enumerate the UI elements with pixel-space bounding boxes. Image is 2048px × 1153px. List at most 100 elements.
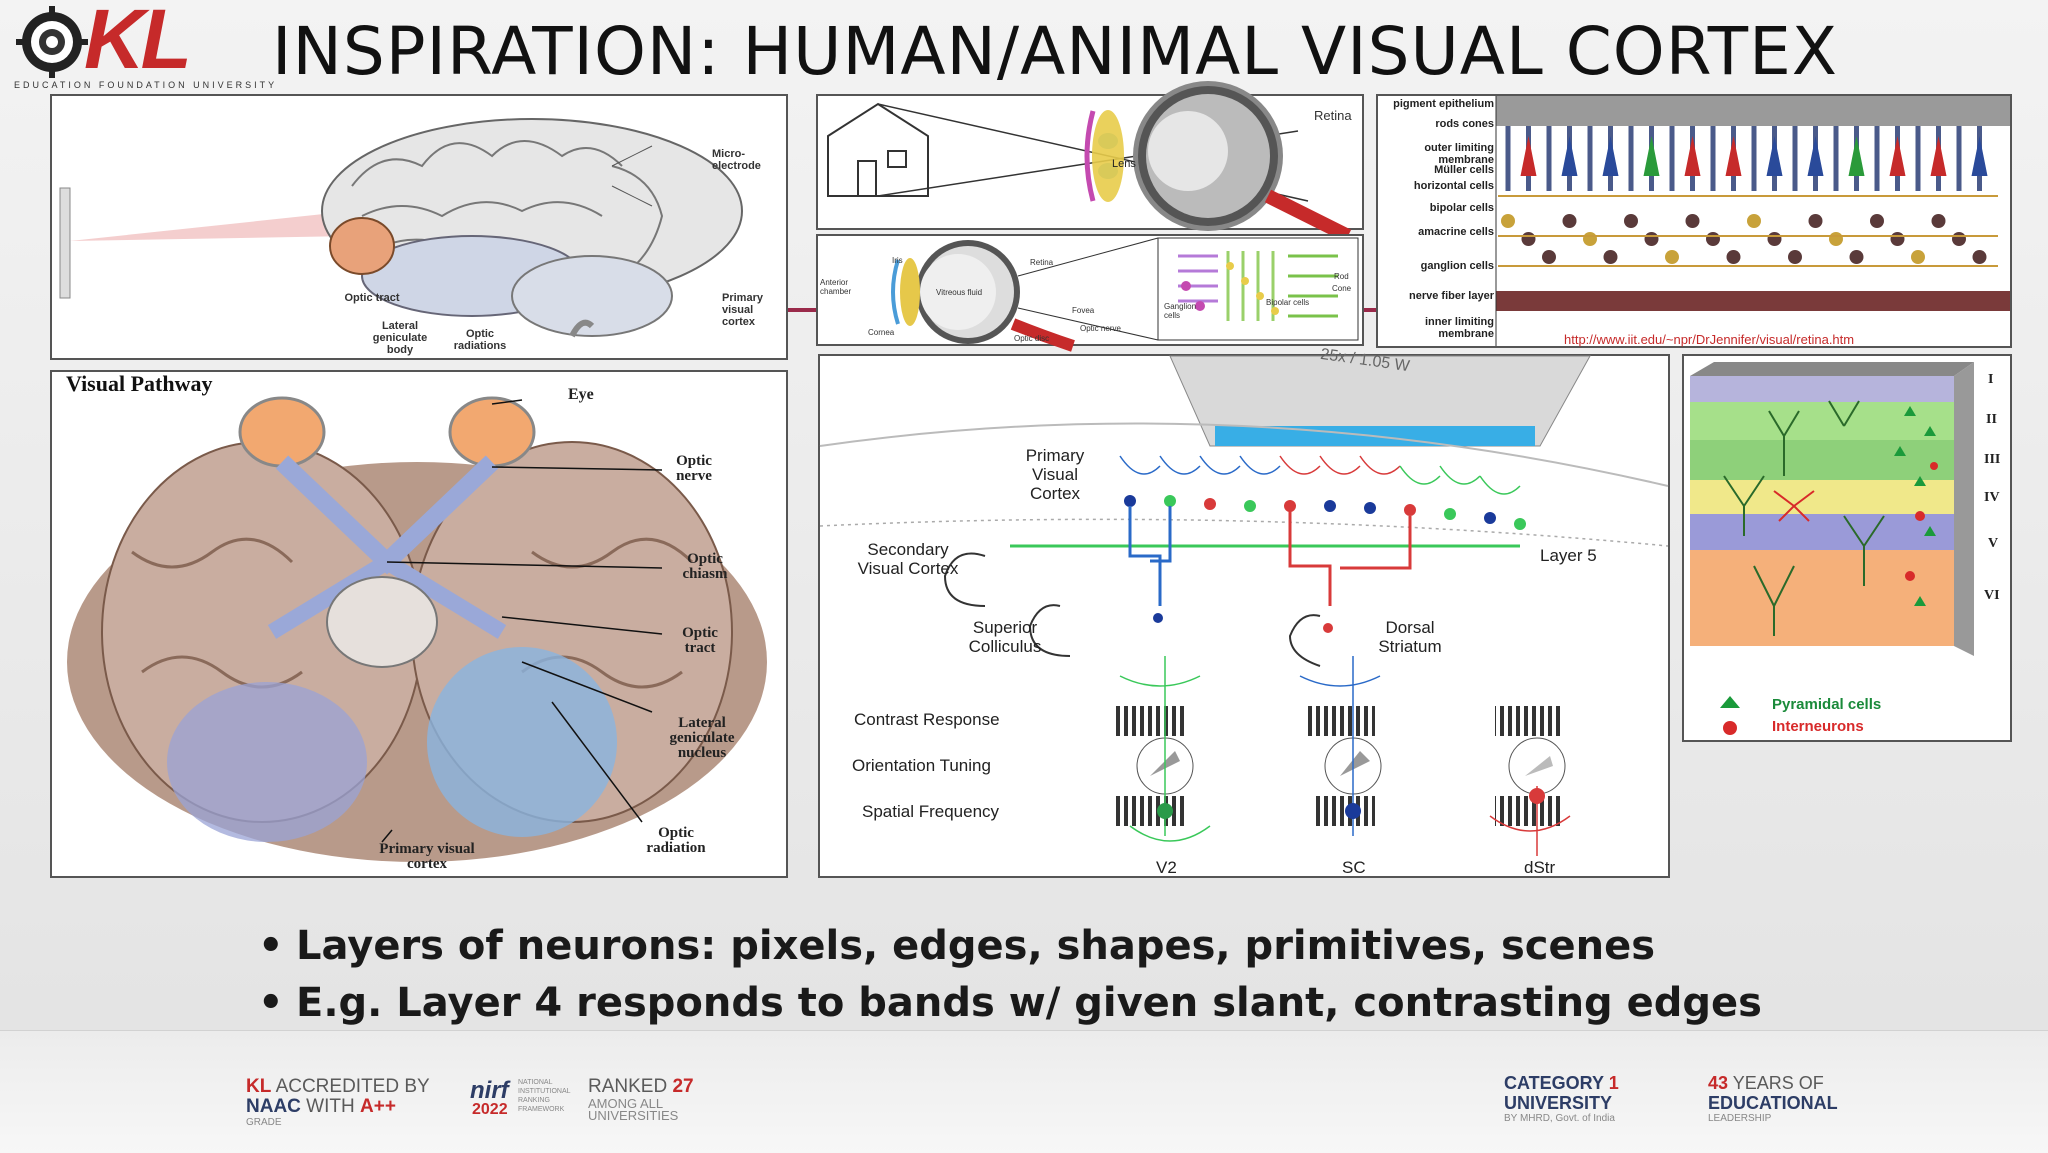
cortex-diagram-panel: 25x / 1.05 W Primary Visual Cortex Secon… [818,346,1670,878]
cell-body [1870,214,1884,228]
category-line3: BY MHRD, Govt. of India [1504,1113,1615,1124]
retina-label: nerve fiber layer [1409,290,1494,302]
bullet-list: Layers of neurons: pixels, edges, shapes… [258,918,1762,1032]
nirf-small-2: RANKING [518,1097,550,1104]
logo-letters: KL [84,0,192,86]
label-superior-colliculus: Superior Colliculus [968,618,1042,656]
cone-shape [1766,136,1783,176]
label-anterior-chamber: Anterior chamber [820,278,852,296]
label-layer5: Layer 5 [1540,546,1597,565]
cell-body [1829,232,1843,246]
nirf-year: 2022 [472,1101,508,1118]
eye-house-panel: Retina Lens [816,81,1364,243]
naac-grade: A++ [360,1096,396,1117]
page-title: INSPIRATION: HUMAN/ANIMAL VISUAL CORTEX [272,13,1839,90]
retina-label-list: pigment epithelium rods cones outer limi… [1380,98,1494,340]
label-optic-nerve: Optic nerve [1080,324,1121,333]
layers-block-panel: I II III IV V VI Pyramidal cells Interne… [1682,354,2012,742]
label-optic-tract: Optic tract [344,292,400,304]
cone-shape [1520,136,1537,176]
target-dstr: dStr [1524,858,1556,877]
nirf-small-0: NATIONAL [518,1079,553,1086]
cell-body [1890,232,1905,246]
label-rod: Rod [1334,272,1349,281]
naac-line1: ACCREDITED BY [275,1076,430,1097]
nirf-ranked: RANKED 27 [588,1077,694,1097]
photoreceptor-columns [1501,126,1988,264]
category-badge: CATEGORY 1 UNIVERSITY BY MHRD, Govt. of … [1504,1073,1619,1124]
label-eye: Eye [568,386,594,403]
cone-shape [1602,136,1619,176]
cell-body [1767,232,1782,246]
panel-connector [1364,308,1376,312]
cone-shape [1930,136,1947,176]
label-optic-tract-2: Optic tract [682,625,718,656]
layer-label-IV: IV [1984,490,2000,505]
cell-body [1726,250,1741,264]
cell-body [1952,232,1966,246]
label-bipolar: Bipolar cells [1266,298,1310,307]
cell-body [1583,232,1597,246]
bullet-item: Layers of neurons: pixels, edges, shapes… [258,918,1762,975]
panel-connector [788,308,816,312]
visual-pathway-title: Visual Pathway [66,371,213,396]
naac-with: WITH [306,1096,355,1117]
brain-side-panel: Micro-electrode Optic tract Lateral geni… [50,94,788,360]
label-primary-vc: Primary Visual Cortex [1025,446,1085,503]
label-dorsal-striatum: Dorsal Striatum [1378,618,1442,656]
label-vitreous: Vitreous fluid [936,288,983,297]
cell-body [1972,250,1987,264]
layer-label-II: II [1986,412,1997,427]
cell-body [1808,214,1823,228]
cell-body [1624,214,1638,228]
cell-body [1562,214,1577,228]
cone-shape [1971,136,1988,176]
years-line2: EDUCATIONAL [1708,1093,1838,1113]
cell-body [1521,232,1536,246]
retina-label: bipolar cells [1429,202,1494,214]
cell-body [1706,232,1720,246]
layer-label-VI: VI [1984,588,2000,603]
label-optic-chiasm: Optic chiasm [682,551,728,582]
nirf-sub2: UNIVERSITIES [588,1108,679,1123]
naac-line2: NAAC [246,1096,301,1117]
category-line1: CATEGORY [1504,1073,1604,1093]
eye-detail-panel: Iris Anterior chamber Cornea Vitreous fl… [816,234,1364,352]
cone-shape [1848,136,1865,176]
nirf-ranked-label: RANKED [588,1076,668,1097]
label-contrast-response: Contrast Response [854,710,1000,729]
legend-interneurons: Interneurons [1772,718,1864,735]
cell-body [1788,250,1802,264]
label-fovea: Fovea [1072,306,1095,315]
retina-source-url[interactable]: http://www.iit.edu/~npr/DrJennifer/visua… [1564,332,1855,347]
visual-pathway-panel: Visual Pathway Eye Optic nerve Optic chi… [50,370,788,878]
label-retina: Retina [1314,108,1352,123]
label-optic-radiation: Optic radiation [646,825,706,856]
years-line1: YEARS OF [1732,1073,1824,1093]
category-num: 1 [1608,1073,1619,1093]
nirf-small-3: FRAMEWORK [518,1106,565,1113]
label-cone: Cone [1332,284,1352,293]
cell-body [1931,214,1946,228]
label-optic-nerve-2: Optic nerve [676,453,712,484]
cell-body [1603,250,1618,264]
cone-shape [1807,136,1824,176]
logo-emblem-icon [16,6,88,78]
label-ganglion: Ganglion cells [1164,302,1197,320]
retina-layers-panel: pigment epithelium rods cones outer limi… [1376,94,2012,348]
nirf-small-1: INSTITUTIONAL [518,1088,571,1095]
label-primary-visual-cortex: Primary visual cortex [722,292,763,328]
retina-label: horizontal cells [1413,180,1494,192]
cell-body [1501,214,1515,228]
layer-label-V: V [1988,536,1999,551]
naac-line3: GRADE [246,1117,282,1128]
target-sc: SC [1342,858,1366,877]
label-spatial-frequency: Spatial Frequency [862,802,1000,821]
years-num: 43 [1708,1073,1729,1093]
nirf-rank: 27 [672,1076,694,1097]
label-lens: Lens [1112,158,1136,170]
nirf-logo: nirf [470,1077,509,1104]
footer-bar: KL ACCREDITED BY NAAC WITH A++ GRADE nir… [0,1030,2048,1153]
cone-shape [1684,136,1701,176]
